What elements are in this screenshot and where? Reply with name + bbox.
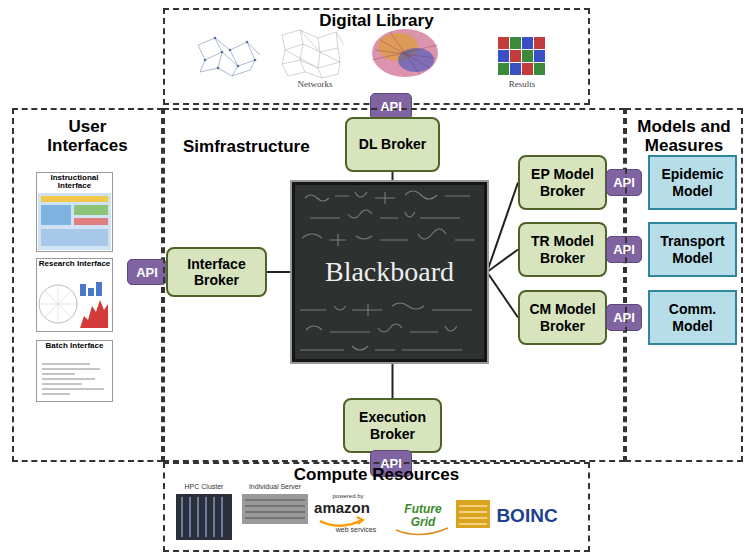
node-label: API xyxy=(613,175,635,190)
node-label: Execution Broker xyxy=(348,409,437,441)
broker-box: Execution Broker xyxy=(343,398,442,453)
container-box: Models and MeasuresEpidemic ModelTranspo… xyxy=(625,108,743,462)
node-label: API xyxy=(613,310,635,325)
api-tag: API xyxy=(606,236,642,263)
label-holder: powered by xyxy=(326,493,370,499)
node-label: API xyxy=(380,99,402,114)
logo-text: amazon xyxy=(314,500,370,516)
logo-text: BOINC xyxy=(494,506,560,526)
container-box: SimfrastructureDL BrokerInterface Broker… xyxy=(163,108,625,462)
connector-line xyxy=(487,183,518,273)
label-holder: Networks xyxy=(288,80,342,89)
container-box: User InterfacesInstructional InterfaceRe… xyxy=(12,108,163,462)
connector-line xyxy=(487,250,518,273)
blackboard: Blackboard xyxy=(292,182,487,362)
container-title: Models and Measures xyxy=(632,118,736,155)
model-box: Comm. Model xyxy=(648,290,737,345)
node-label: Transport Model xyxy=(653,233,732,265)
container-title: Digital Library xyxy=(165,12,588,31)
container-title: Compute Resources xyxy=(165,466,588,485)
connector-line xyxy=(487,272,518,318)
api-tag: API xyxy=(370,93,412,120)
api-tag: API xyxy=(606,169,642,196)
broker-box: EP Model Broker xyxy=(518,155,607,210)
label-holder: HPC Cluster xyxy=(174,483,234,490)
api-tag: API xyxy=(606,304,642,331)
node-label: Epidemic Model xyxy=(653,166,732,198)
node-label: Comm. Model xyxy=(653,301,732,333)
connector-line xyxy=(392,172,394,182)
image-caption: Networks xyxy=(288,80,342,89)
node-label: CM Model Broker xyxy=(523,301,602,333)
connector-line xyxy=(267,271,292,273)
logo-text: HPC Cluster xyxy=(174,483,234,490)
label-holder: Results xyxy=(495,80,549,89)
node-label: API xyxy=(136,265,158,280)
logo-text: powered by xyxy=(326,493,370,499)
node-label: Instructional Interface xyxy=(38,174,111,191)
node-label: Blackboard xyxy=(325,256,454,288)
broker-box: TR Model Broker xyxy=(518,222,607,277)
label-holder: web services xyxy=(330,526,382,533)
broker-box: CM Model Broker xyxy=(518,290,607,345)
model-box: Epidemic Model xyxy=(648,155,737,210)
node-label: DL Broker xyxy=(359,136,426,152)
interface-thumbnail: Batch Interface xyxy=(36,340,113,402)
broker-box: Interface Broker xyxy=(166,247,267,297)
interface-thumbnail: Research Interface xyxy=(36,258,113,332)
connector-line xyxy=(392,362,394,398)
node-label: API xyxy=(613,242,635,257)
interface-thumbnail: Instructional Interface xyxy=(36,172,113,252)
container-title: User Interfaces xyxy=(38,118,138,155)
label-holder: Individual Server xyxy=(240,483,310,490)
model-box: Transport Model xyxy=(648,222,737,277)
label-holder: BOINC xyxy=(494,506,560,526)
logo-text: web services xyxy=(330,526,382,533)
label-holder: amazon xyxy=(314,500,370,516)
logo-text: Future Grid xyxy=(396,503,450,528)
api-tag: API xyxy=(127,259,167,285)
label-holder: Future Grid xyxy=(396,503,450,528)
node-label: Interface Broker xyxy=(171,256,262,288)
container-box: Digital Library xyxy=(163,8,590,105)
logo-text: Individual Server xyxy=(240,483,310,490)
broker-box: DL Broker xyxy=(345,117,440,172)
node-label: EP Model Broker xyxy=(523,166,602,198)
node-label: Batch Interface xyxy=(38,342,111,350)
node-label: Research Interface xyxy=(38,260,111,268)
node-label: TR Model Broker xyxy=(523,233,602,265)
image-caption: Results xyxy=(495,80,549,89)
